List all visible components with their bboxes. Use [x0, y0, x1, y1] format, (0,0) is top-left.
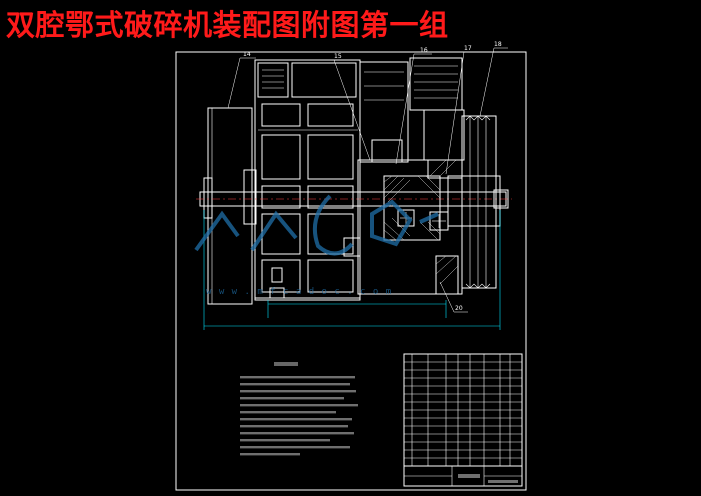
crusher-body: [254, 59, 361, 301]
drawing-frame: [175, 51, 527, 491]
part-label: 17: [464, 45, 472, 52]
watermark-logo: w w w . m f c a d o c . c o m: [194, 194, 439, 297]
technical-requirements: [240, 362, 358, 456]
part-callouts: 14 15 16 17 18 20: [227, 41, 508, 313]
part-label: 14: [243, 51, 251, 58]
dimension-lines: [203, 210, 501, 330]
bearing-assembly: [343, 159, 463, 295]
watermark-domain: w w w . m f c a d o c . c o m: [206, 287, 392, 297]
part-label: 18: [494, 41, 502, 48]
parts-list-table: [403, 353, 523, 487]
part-label: 15: [334, 53, 342, 60]
v-belt-pulley: [423, 109, 509, 289]
page-title: 双腔鄂式破碎机装配图附图第一组: [6, 8, 449, 42]
part-label: 16: [420, 47, 428, 54]
part-label: 20: [455, 305, 463, 312]
